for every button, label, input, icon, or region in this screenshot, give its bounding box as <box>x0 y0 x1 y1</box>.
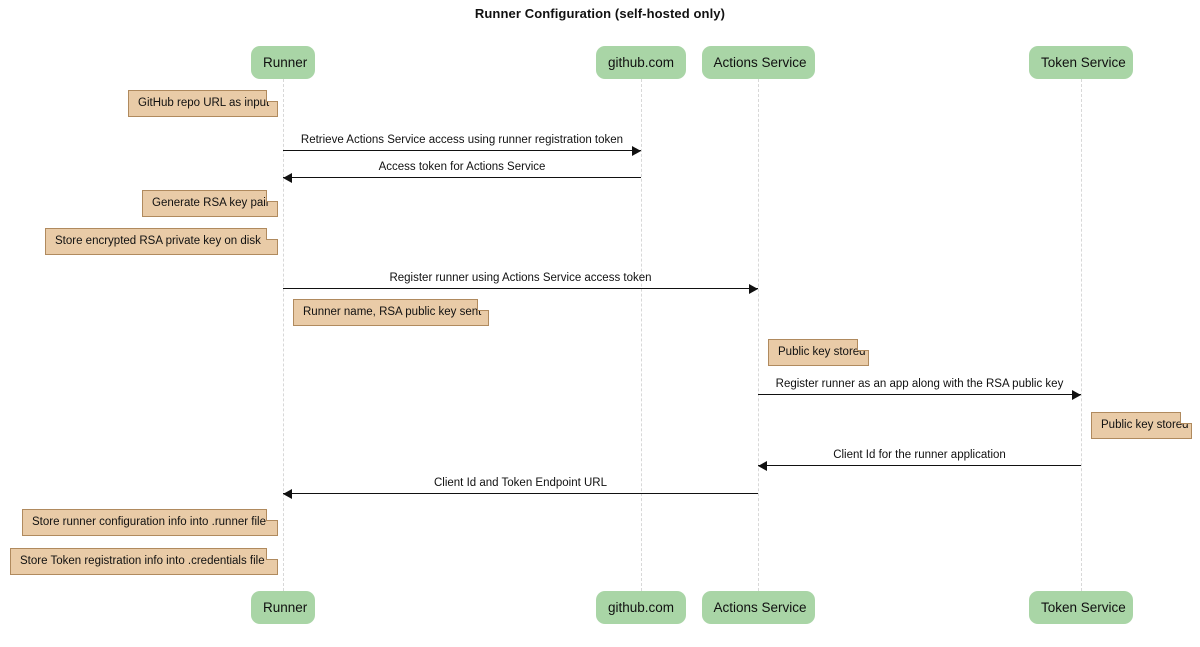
note-n5: Public key stored <box>768 339 869 367</box>
page-title: Runner Configuration (self-hosted only) <box>474 6 726 21</box>
note-text: Store encrypted RSA private key on disk <box>55 235 261 247</box>
note-text: GitHub repo URL as input <box>138 97 270 109</box>
note-n4: Runner name, RSA public key sent <box>293 299 489 327</box>
note-text: Store runner configuration info into .ru… <box>32 516 266 528</box>
message-arrowhead-m3 <box>749 283 758 294</box>
participant-label: github.com <box>608 600 675 615</box>
participant-runner-top[interactable]: Runner <box>251 46 315 79</box>
message-line-m1 <box>283 150 641 151</box>
message-label-m4: Register runner as an app along with the… <box>775 378 1064 390</box>
note-n8: Store Token registration info into .cred… <box>10 548 278 576</box>
message-line-m4 <box>758 394 1081 395</box>
note-n2: Generate RSA key pair <box>142 190 278 218</box>
note-text: Runner name, RSA public key sent <box>303 306 482 318</box>
note-text: Public key stored <box>778 346 866 358</box>
note-fold-corner-icon <box>857 339 869 351</box>
lifeline-token <box>1081 79 1082 591</box>
message-label-m2: Access token for Actions Service <box>378 161 546 173</box>
note-fold-corner-icon <box>266 509 278 521</box>
message-label-m5: Client Id for the runner application <box>833 449 1006 461</box>
participant-label: github.com <box>608 55 675 70</box>
message-line-m3 <box>283 288 758 289</box>
participant-label: Token Service <box>1041 600 1126 615</box>
note-fold-corner-icon <box>266 90 278 102</box>
participant-token-top[interactable]: Token Service <box>1029 46 1133 79</box>
message-label-m6: Client Id and Token Endpoint URL <box>433 477 608 489</box>
note-fold-corner-icon <box>266 190 278 202</box>
note-text: Store Token registration info into .cred… <box>20 555 265 567</box>
message-arrowhead-m4 <box>1072 389 1081 400</box>
lifeline-actions <box>758 79 759 591</box>
note-fold-corner-icon <box>266 548 278 560</box>
lifeline-runner <box>283 79 284 591</box>
note-fold-corner-icon <box>266 228 278 240</box>
note-n7: Store runner configuration info into .ru… <box>22 509 278 537</box>
participant-runner-bottom[interactable]: Runner <box>251 591 315 624</box>
message-line-m5 <box>758 465 1081 466</box>
note-text: Public key stored <box>1101 419 1189 431</box>
note-n6: Public key stored <box>1091 412 1192 440</box>
message-line-m2 <box>283 177 641 178</box>
participant-label: Actions Service <box>713 600 807 615</box>
message-arrowhead-m1 <box>632 145 641 156</box>
note-text: Generate RSA key pair <box>152 197 270 209</box>
message-line-m6 <box>283 493 758 494</box>
note-n3: Store encrypted RSA private key on disk <box>45 228 278 256</box>
participant-github-bottom[interactable]: github.com <box>596 591 686 624</box>
participant-actions-bottom[interactable]: Actions Service <box>701 591 815 624</box>
participant-label: Runner <box>263 55 308 70</box>
participant-label: Runner <box>263 600 308 615</box>
participant-label: Actions Service <box>713 55 807 70</box>
participant-token-bottom[interactable]: Token Service <box>1029 591 1133 624</box>
participant-github-top[interactable]: github.com <box>596 46 686 79</box>
message-label-m1: Retrieve Actions Service access using ru… <box>300 134 624 146</box>
message-arrowhead-m2 <box>283 172 292 183</box>
lifeline-github <box>641 79 642 591</box>
participant-label: Token Service <box>1041 55 1126 70</box>
note-n1: GitHub repo URL as input <box>128 90 278 118</box>
message-arrowhead-m5 <box>758 460 767 471</box>
participant-actions-top[interactable]: Actions Service <box>701 46 815 79</box>
message-label-m3: Register runner using Actions Service ac… <box>389 272 652 284</box>
note-fold-corner-icon <box>1180 412 1192 424</box>
message-arrowhead-m6 <box>283 488 292 499</box>
note-fold-corner-icon <box>477 299 489 311</box>
